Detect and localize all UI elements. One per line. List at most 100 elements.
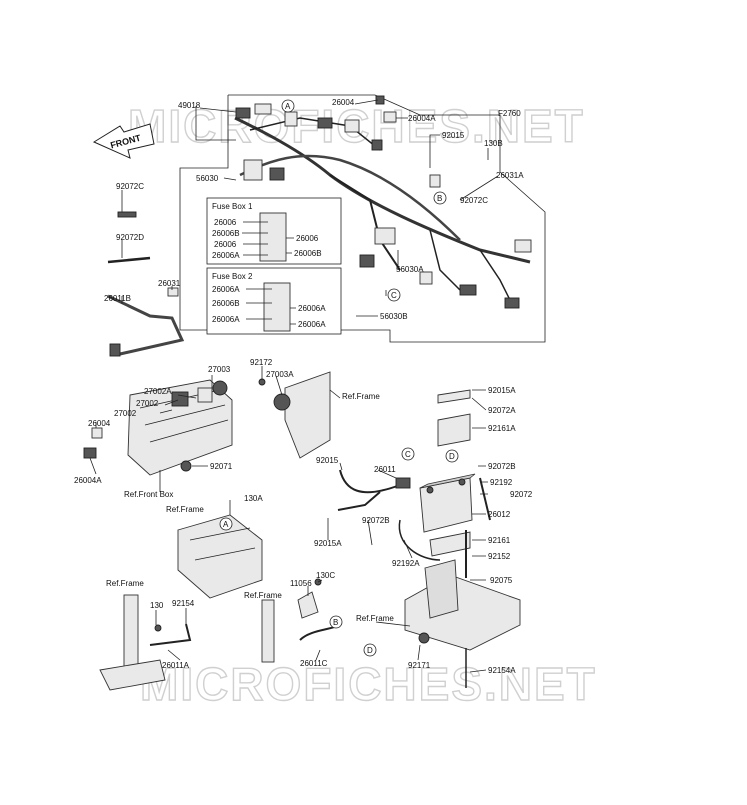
label-92072C-left: 92072C [116, 182, 144, 191]
label-92192A: 92192A [392, 559, 420, 568]
label-26004-top: 26004 [332, 98, 355, 107]
label-92172: 92172 [250, 358, 273, 367]
svg-text:C: C [405, 450, 411, 459]
callout-A-top: A [281, 99, 295, 113]
ref-frame-label-3: Ref.Frame [106, 579, 144, 588]
label-26011: 26011 [374, 465, 396, 474]
label-92015A-left: 92015A [314, 539, 342, 548]
label-26012: 26012 [488, 510, 511, 519]
ref-front-box-label: Ref.Front Box [124, 490, 173, 499]
label-27002A: 27002A [144, 387, 172, 396]
wiring-harness [234, 95, 532, 309]
svg-text:D: D [367, 646, 373, 655]
label-92015-top: 92015 [442, 131, 465, 140]
callout-D-mid: D [445, 449, 459, 463]
bracket-assembly [258, 371, 331, 459]
ref-frame-label-5: Ref.Frame [356, 614, 394, 623]
fb1-right-0: 26006 [296, 234, 319, 243]
front-arrow-icon: FRONT [92, 123, 155, 159]
label-27002-b: 27002 [114, 409, 137, 418]
label-130: 130 [150, 601, 164, 610]
label-92072B-right: 92072B [488, 462, 516, 471]
harness-outline [179, 94, 546, 343]
frame-bracket-bottom-left [99, 594, 192, 691]
label-26011B: 26011B [104, 294, 131, 303]
ref-frame-label-2: Ref.Frame [166, 505, 204, 514]
svg-text:B: B [333, 618, 338, 627]
fb1-left-1: 26006B [212, 229, 240, 238]
label-26004A-mid: 26004A [74, 476, 102, 485]
label-92015A-right: 92015A [488, 386, 516, 395]
label-56030: 56030 [196, 174, 219, 183]
label-92072: 92072 [510, 490, 533, 499]
label-56030B: 56030B [380, 312, 408, 321]
fuse-box-1: Fuse Box 1 26006 26006B 26006 26006A 260… [206, 197, 342, 265]
label-26031: 26031 [158, 279, 181, 288]
label-11056: 11056 [290, 579, 312, 588]
fb1-left-3: 26006A [212, 251, 240, 260]
label-92154: 92154 [172, 599, 195, 608]
label-27002-a: 27002 [136, 399, 159, 408]
leader-lines [89, 99, 499, 673]
label-26011C: 26011C [300, 659, 328, 668]
svg-text:C: C [391, 291, 397, 300]
fb1-left-2: 26006 [214, 240, 237, 249]
fb2-left-2: 26006A [212, 315, 240, 324]
label-92161: 92161 [488, 536, 511, 545]
part-labels: 49018 26004 26004A F2760 92015 130B 2603… [74, 98, 533, 675]
frame-bracket-mid [177, 514, 263, 599]
label-92075: 92075 [490, 576, 513, 585]
label-92072D: 92072D [116, 233, 144, 242]
callout-D-bottom: D [363, 643, 377, 657]
fb2-left-1: 26006B [212, 299, 240, 308]
label-92072B-left: 92072B [362, 516, 390, 525]
battery-assembly [337, 389, 491, 578]
label-92154A: 92154A [488, 666, 516, 675]
label-92161A: 92161A [488, 424, 516, 433]
callout-B-bottom: B [329, 615, 343, 629]
callout-A-mid: A [219, 517, 233, 531]
battery-tray [404, 559, 521, 688]
ref-frame-label-1: Ref.Frame [342, 392, 380, 401]
callout-C-mid: C [401, 447, 415, 461]
callout-C-top: C [387, 288, 401, 302]
label-26011A: 26011A [162, 661, 190, 670]
label-92192: 92192 [490, 478, 513, 487]
label-130A: 130A [244, 494, 263, 503]
label-F2760: F2760 [498, 109, 521, 118]
frame-bracket-bottom-mid [261, 578, 341, 663]
label-92072A: 92072A [488, 406, 516, 415]
svg-text:A: A [285, 102, 291, 111]
label-27003A: 27003A [266, 370, 294, 379]
svg-text:A: A [223, 520, 229, 529]
fb2-right-1: 26006A [298, 320, 326, 329]
label-130C: 130C [316, 571, 335, 580]
label-92071: 92071 [210, 462, 233, 471]
fb1-right-1: 26006B [294, 249, 322, 258]
fuse-box-2-title: Fuse Box 2 [212, 272, 253, 281]
label-56030A: 56030A [396, 265, 424, 274]
parts-left-column [107, 211, 185, 357]
label-92171: 92171 [408, 661, 431, 670]
label-26004A-top: 26004A [408, 114, 436, 123]
front-box-assembly [83, 379, 233, 476]
fuse-box-2: Fuse Box 2 26006A 26006B 26006A 26006A 2… [206, 267, 342, 335]
label-49018: 49018 [178, 101, 201, 110]
label-92015-mid: 92015 [316, 456, 339, 465]
svg-text:D: D [449, 452, 455, 461]
svg-text:B: B [437, 194, 442, 203]
label-92072C-right: 92072C [460, 196, 488, 205]
ref-frame-label-4: Ref.Frame [244, 591, 282, 600]
watermark-bottom: MICROFICHES.NET [140, 658, 597, 710]
label-26031A: 26031A [496, 171, 524, 180]
label-92152: 92152 [488, 552, 511, 561]
label-26004-mid: 26004 [88, 419, 111, 428]
fb2-right-0: 26006A [298, 304, 326, 313]
fb1-left-0: 26006 [214, 218, 237, 227]
label-130B: 130B [484, 139, 503, 148]
fuse-box-1-title: Fuse Box 1 [212, 202, 253, 211]
label-27003: 27003 [208, 365, 231, 374]
callout-B-top: B [433, 191, 447, 205]
